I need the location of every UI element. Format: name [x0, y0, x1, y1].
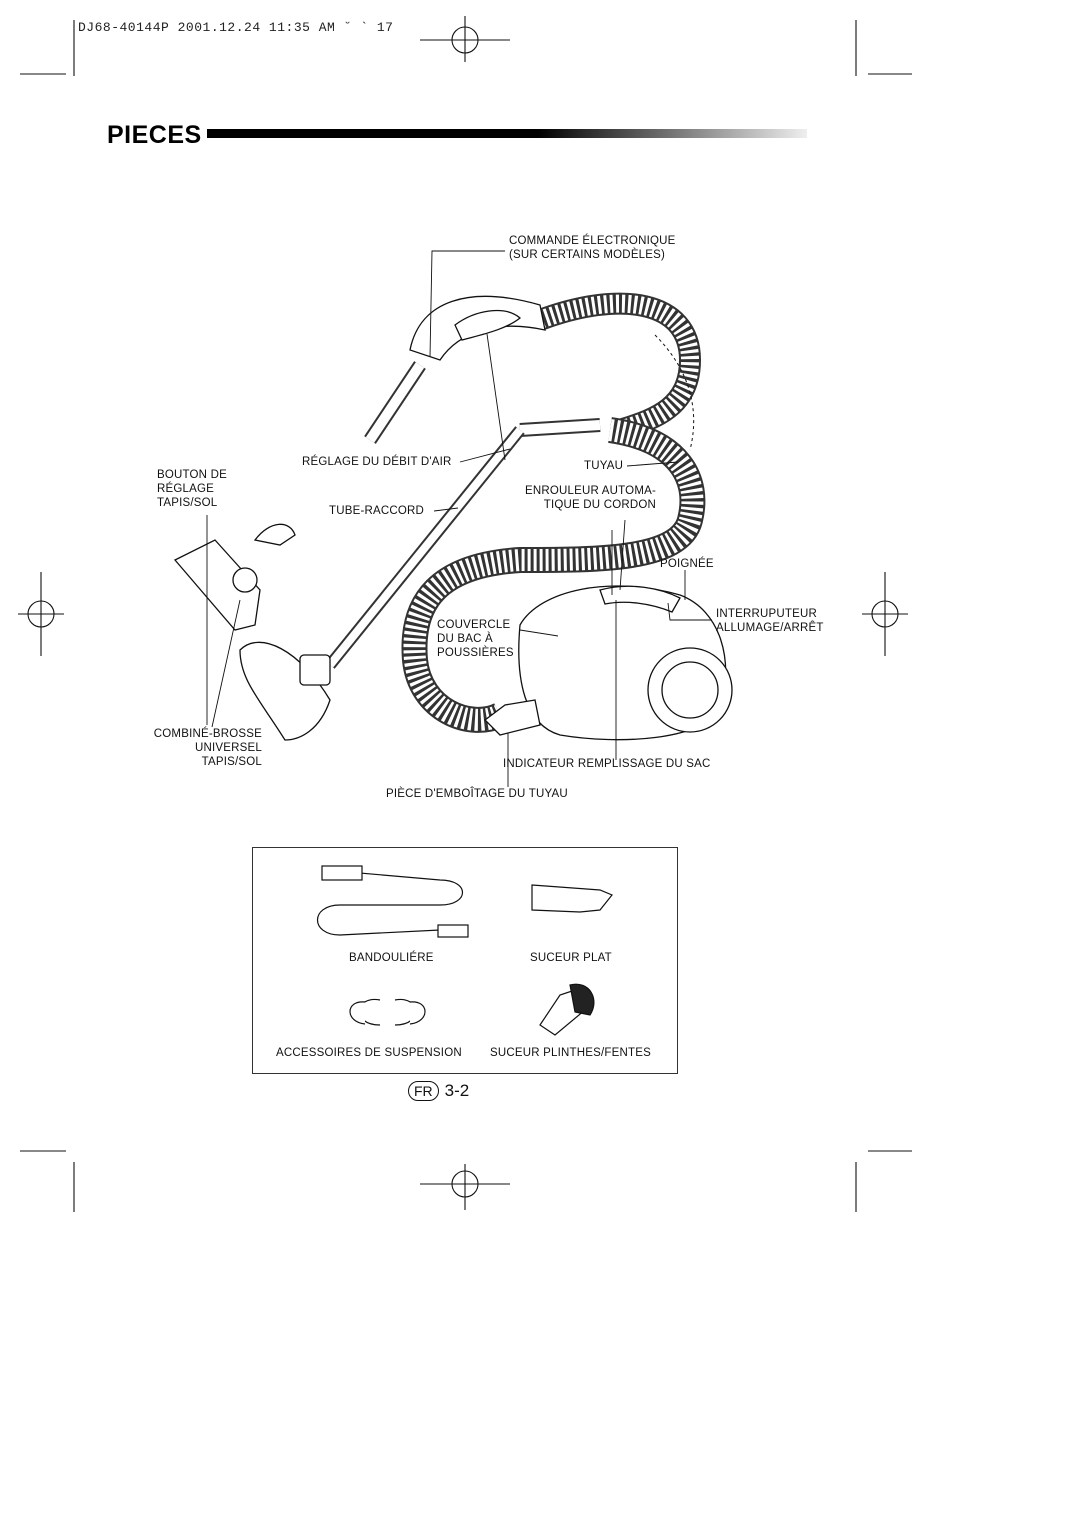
page-number: FR 3-2 [408, 1081, 469, 1101]
registration-mark-left [18, 572, 64, 656]
leader-lines [206, 250, 712, 787]
label-bouton-reglage: BOUTON DE RÉGLAGE TAPIS/SOL [157, 469, 227, 509]
page-title: PIECES [107, 121, 202, 149]
brush-tool-drawing [539, 983, 595, 1036]
print-slug: DJ68-40144P 2001.12.24 11:35 AM ˘ ` 17 [78, 20, 394, 35]
registration-mark-bottom [20, 1150, 912, 1212]
label-couvercle-bac: COUVERCLE DU BAC À POUSSIÈRES [437, 619, 514, 659]
label-enrouleur-cordon: ENROULEUR AUTOMA- TIQUE DU CORDON [525, 485, 656, 511]
registration-mark-top [20, 16, 912, 76]
label-commande-electronique: COMMANDE ÉLECTRONIQUE (SUR CERTAINS MODÈ… [509, 235, 676, 261]
label-tuyau: TUYAU [584, 460, 624, 472]
label-suceur-plinthes: SUCEUR PLINTHES/FENTES [490, 1047, 651, 1059]
label-poignee: POIGNÉE [660, 558, 714, 570]
language-badge: FR [408, 1081, 439, 1101]
label-piece-emboitage: PIÈCE D'EMBOÎTAGE DU TUYAU [386, 788, 568, 800]
vacuum-drawing [173, 292, 733, 741]
label-tube-raccord: TUBE-RACCORD [329, 505, 425, 517]
accessories-box [252, 847, 678, 1074]
crevice-tool-drawing [531, 884, 613, 913]
page-number-text: 3-2 [444, 1081, 470, 1100]
label-reglage-debit-air: RÉGLAGE DU DÉBIT D'AIR [302, 456, 452, 468]
label-bandouliere: BANDOULIÉRE [349, 952, 434, 964]
shoulder-strap-drawing [316, 865, 469, 938]
label-indicateur-remplissage: INDICATEUR REMPLISSAGE DU SAC [503, 758, 711, 770]
accessory-drawings [316, 865, 613, 1036]
suspension-clips-drawing [349, 998, 426, 1026]
title-rule [207, 129, 807, 138]
label-suceur-plat: SUCEUR PLAT [530, 952, 612, 964]
registration-mark-right [862, 572, 908, 656]
label-accessoires-suspension: ACCESSOIRES DE SUSPENSION [276, 1047, 462, 1059]
label-interrupteur: INTERRUPUTEUR ALLUMAGE/ARRÊT [716, 608, 824, 634]
label-combine-brosse: COMBINÉ-BROSSE UNIVERSEL TAPIS/SOL [153, 728, 262, 768]
